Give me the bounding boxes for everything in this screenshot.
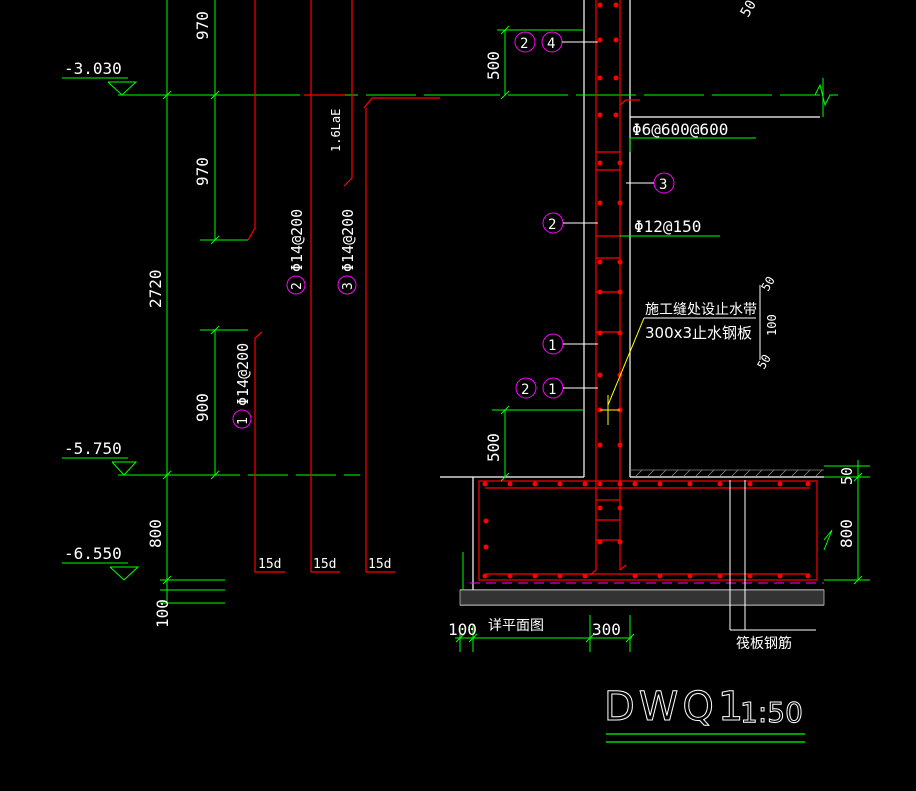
raft-rebar-label: 筏板钢筋	[736, 635, 792, 652]
callout-2-top: 2	[520, 36, 528, 52]
dim-970: 970	[193, 157, 212, 186]
callout-4-top: 4	[547, 36, 555, 52]
dim-2720: 2720	[146, 269, 165, 308]
left-dimension-group	[118, 0, 450, 605]
elevation-label-mid: -5.750	[64, 439, 122, 458]
callout-group-2-mid: 2	[542, 212, 598, 234]
callout-2-mid: 2	[548, 217, 556, 233]
callout-group-1-mid: 1	[542, 333, 598, 355]
callout-2-number: 2	[290, 282, 305, 290]
elevation-label-bottom: -6.550	[64, 544, 122, 563]
callout-3-wall: 3	[659, 177, 667, 193]
callout-1-vertical: 1 Φ14@200	[232, 343, 252, 429]
raft-rebar-note: 筏板钢筋	[729, 480, 816, 652]
horizontal-rebar-label-group: Φ12@150	[620, 217, 720, 237]
seal-50-bottom: 50	[754, 352, 773, 372]
rebar-label-r1: Φ14@200	[234, 343, 252, 406]
dim-100-left: 100	[153, 599, 172, 628]
dim-50-right: 50	[838, 467, 856, 485]
seal-50-top: 50	[758, 274, 777, 294]
dim-100-bottom: 100	[448, 620, 477, 639]
waterstop-note-line2: 300x3止水钢板	[645, 324, 752, 342]
elevation-label-top: -3.030	[64, 59, 122, 78]
callout-3-number: 3	[341, 282, 356, 290]
waterstop-note-line1: 施工缝处设止水带	[645, 302, 757, 318]
mid-dimension-lines	[455, 25, 870, 652]
ground-line	[440, 78, 838, 117]
dim-800-left: 800	[146, 519, 165, 548]
seal-100: 100	[765, 314, 779, 336]
cushion-layer	[459, 589, 825, 606]
callout-1-number: 1	[236, 417, 251, 425]
lap-length-label: 1.6LaE	[329, 109, 343, 152]
dim-970-top: 970	[193, 11, 212, 40]
seal-dimension: 50 100 50	[754, 274, 779, 372]
horizontal-rebar-label: Φ12@150	[634, 217, 701, 236]
rebar-label-r2: Φ14@200	[288, 209, 306, 272]
title-block: DWQ1 1:50	[604, 684, 805, 743]
detail-plan-note: 详平面图	[488, 618, 544, 634]
stirrup-label-group: Φ6@600@600	[629, 120, 756, 152]
wall-outline	[440, 0, 824, 606]
anchor-labels: 15d 15d 15d	[254, 552, 391, 572]
callout-group-2-4: 2 4	[514, 31, 598, 53]
waterstop-note: 施工缝处设止水带 300x3止水钢板	[600, 302, 757, 425]
callout-1-low: 1	[548, 382, 556, 398]
elevation-markers	[62, 77, 140, 581]
raft-hatch	[630, 469, 824, 477]
anchor-label-1: 15d	[258, 557, 281, 572]
anchor-label-3: 15d	[368, 557, 391, 572]
dim-50-corner: 50	[738, 0, 760, 20]
callout-group-3: 3	[626, 172, 675, 194]
drawing-title: DWQ1	[604, 684, 747, 730]
callout-2-low: 2	[521, 382, 529, 398]
dim-300-bottom: 300	[592, 620, 621, 639]
callout-3-vertical: 3 Φ14@200	[337, 209, 357, 295]
rebar-label-r3: Φ14@200	[339, 209, 357, 272]
drawing-scale: 1:50	[740, 696, 803, 729]
dim-500-top: 500	[484, 51, 503, 80]
callout-2-vertical: 2 Φ14@200	[286, 209, 306, 295]
callout-group-2-1: 2 1	[515, 377, 598, 399]
dim-800-right: 800	[837, 519, 856, 548]
wall-rebar-dots	[482, 2, 811, 579]
dim-500-bottom: 500	[484, 433, 503, 462]
callout-1-mid: 1	[548, 338, 556, 354]
anchor-label-2: 15d	[313, 557, 336, 572]
stirrup-label: Φ6@600@600	[632, 120, 728, 139]
dim-900: 900	[193, 393, 212, 422]
vertical-rebar-group	[247, 0, 440, 573]
wall-rebar	[478, 0, 818, 581]
